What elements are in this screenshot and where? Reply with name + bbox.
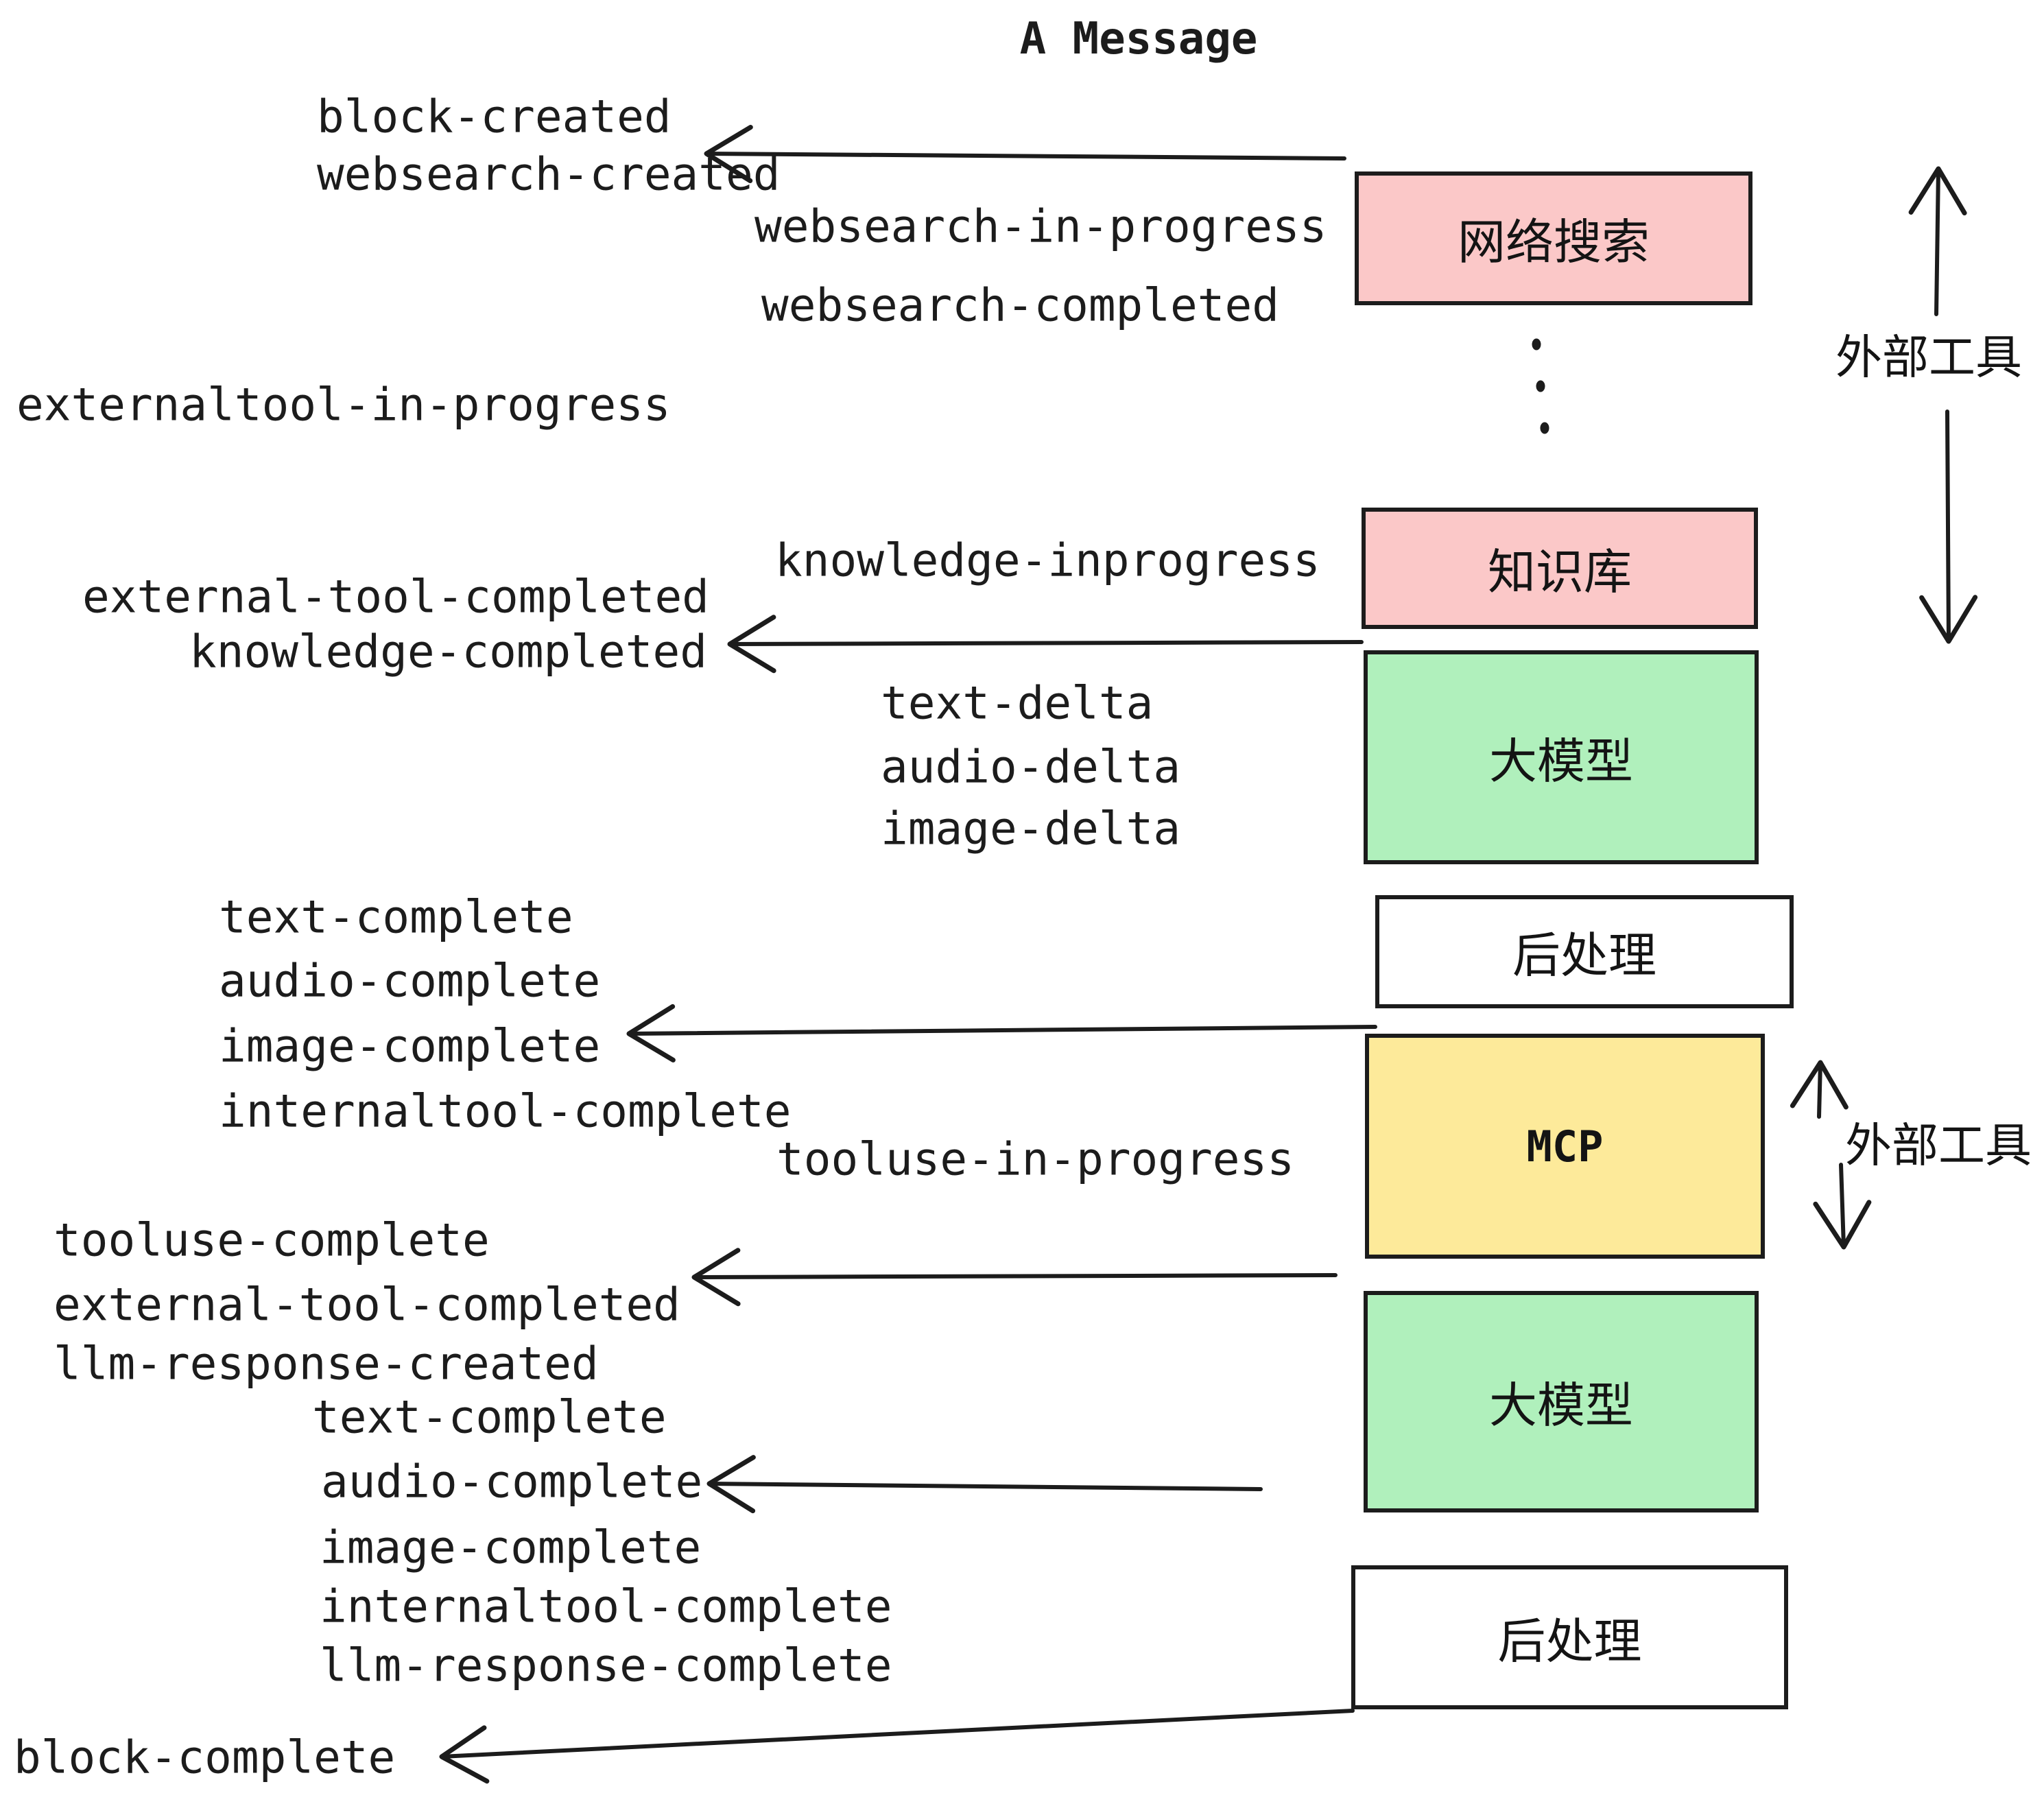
external-tools-up-arrow-1 [1908,166,1967,316]
event-label: websearch-in-progress [754,200,1327,253]
node-label-knowledge: 知识库 [1488,544,1632,600]
external-tools-label-2: 外部工具 [1844,1119,2032,1174]
arrow-block-created [704,124,1346,183]
event-label: external-tool-completed [54,1278,680,1331]
event-label: audio-complete [219,954,601,1008]
arrow-tooluse-complete [691,1248,1338,1307]
node-label-llm-1: 大模型 [1489,733,1633,790]
ellipsis-dot [1540,422,1549,434]
event-label: text-complete [219,890,573,944]
node-llm-1: 大模型 [1364,650,1759,864]
external-tools-down-arrow-2 [1813,1163,1872,1250]
ellipsis-dot [1536,380,1545,392]
ellipsis-dot [1532,338,1541,351]
node-label-postprocess-2: 后处理 [1497,1613,1642,1670]
event-label: audio-complete [321,1455,703,1508]
diagram-title: A Message [1019,14,1258,64]
node-mcp: MCP [1365,1034,1765,1259]
event-label: websearch-completed [761,278,1279,332]
event-label: internaltool-complete [219,1084,792,1138]
node-label-websearch: 网络搜索 [1458,214,1650,270]
event-label: internaltool-complete [320,1580,892,1633]
event-label: knowledge-inprogress [775,534,1320,587]
external-tools-down-arrow-1 [1919,410,1978,644]
event-label: knowledge-completed [189,625,707,678]
event-label: image-complete [320,1521,702,1574]
event-label: tooluse-complete [54,1213,490,1267]
external-tools-up-arrow-2 [1790,1060,1849,1119]
event-label: image-delta [881,802,1181,855]
node-postprocess-2: 后处理 [1351,1565,1788,1709]
node-llm-2: 大模型 [1364,1291,1759,1512]
event-label: text-complete [312,1390,667,1444]
arrow-lines [439,124,1978,1784]
node-postprocess-1: 后处理 [1375,895,1794,1008]
event-label: text-delta [881,676,1154,730]
event-label: block-created [317,90,672,143]
external-tools-label-1: 外部工具 [1835,331,2023,385]
node-websearch: 网络搜索 [1355,171,1752,305]
node-knowledge: 知识库 [1362,508,1758,629]
event-label: llm-response-created [54,1337,599,1390]
arrow-image-complete [626,1004,1377,1063]
event-label: websearch-created [317,147,781,201]
arrow-audio-complete [706,1455,1263,1514]
node-label-postprocess-1: 后处理 [1512,927,1656,984]
event-label: audio-delta [881,740,1181,794]
event-label: llm-response-complete [320,1639,892,1692]
event-label: image-complete [219,1019,601,1073]
event-label: tooluse-in-progress [776,1132,1294,1186]
event-label: external-tool-completed [82,570,709,624]
node-label-mcp: MCP [1526,1121,1604,1172]
arrow-block-complete [439,1709,1355,1784]
node-label-llm-2: 大模型 [1489,1377,1633,1434]
event-label: block-complete [14,1731,396,1784]
event-label: externaltool-in-progress [16,378,671,431]
arrow-knowledge-completed [727,615,1364,674]
